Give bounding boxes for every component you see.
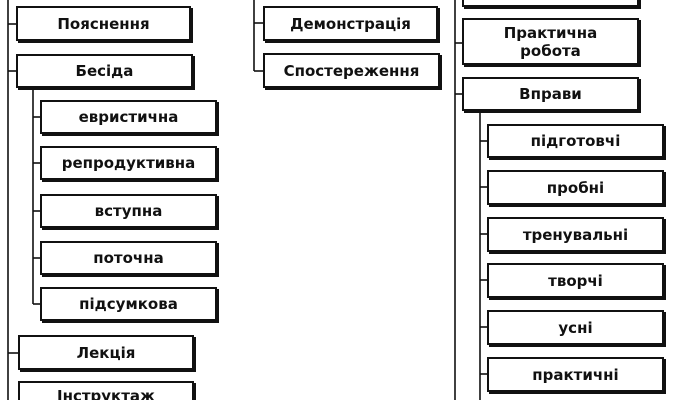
node-exercises: Вправи <box>462 77 639 111</box>
node-lecture: Лекція <box>18 335 194 370</box>
node-label: пробні <box>546 178 605 197</box>
node-exercises-practical: практичні <box>487 357 664 392</box>
node-exercises-preparatory: підготовчі <box>487 124 664 158</box>
node-label: усні <box>558 318 593 337</box>
node-conversation: Бесіда <box>16 54 193 88</box>
node-practical-work: Практична робота <box>462 18 639 65</box>
node-label: Демонстрація <box>290 14 411 33</box>
node-label: поточна <box>93 249 164 267</box>
node-label: вступна <box>94 202 163 220</box>
node-conversation-introductory: вступна <box>40 194 217 228</box>
node-label: репродуктивна <box>61 154 196 172</box>
node-conversation-reproductive: репродуктивна <box>40 146 217 180</box>
node-exercises-trial: пробні <box>487 170 664 205</box>
node-label: тренувальні <box>522 225 629 244</box>
node-instruction: Інструктаж <box>18 381 194 400</box>
node-conversation-current: поточна <box>40 241 217 275</box>
node-label: Пояснення <box>57 14 150 33</box>
node-label: Лекція <box>76 343 136 362</box>
node-label: Практична робота <box>503 23 598 60</box>
node-exercises-creative: творчі <box>487 263 664 298</box>
node-label: Вправи <box>519 85 582 103</box>
node-exercises-training: тренувальні <box>487 217 664 252</box>
node-label: Інструктаж <box>57 387 155 400</box>
node-conversation-heuristic: евристична <box>40 100 217 134</box>
node-label: творчі <box>548 271 603 290</box>
node-exercises-oral: усні <box>487 310 664 345</box>
node-observation: Спостереження <box>263 53 440 88</box>
node-explanation: Пояснення <box>16 6 191 41</box>
node-label: підготовчі <box>530 132 621 150</box>
node-top-partial <box>462 0 639 7</box>
node-label: евристична <box>78 108 179 126</box>
node-label: Спостереження <box>283 61 420 80</box>
node-label: практичні <box>532 365 619 384</box>
node-label: підсумкова <box>79 295 178 313</box>
node-demonstration: Демонстрація <box>263 6 438 41</box>
node-label: Бесіда <box>75 62 134 80</box>
node-conversation-final: підсумкова <box>40 287 217 321</box>
